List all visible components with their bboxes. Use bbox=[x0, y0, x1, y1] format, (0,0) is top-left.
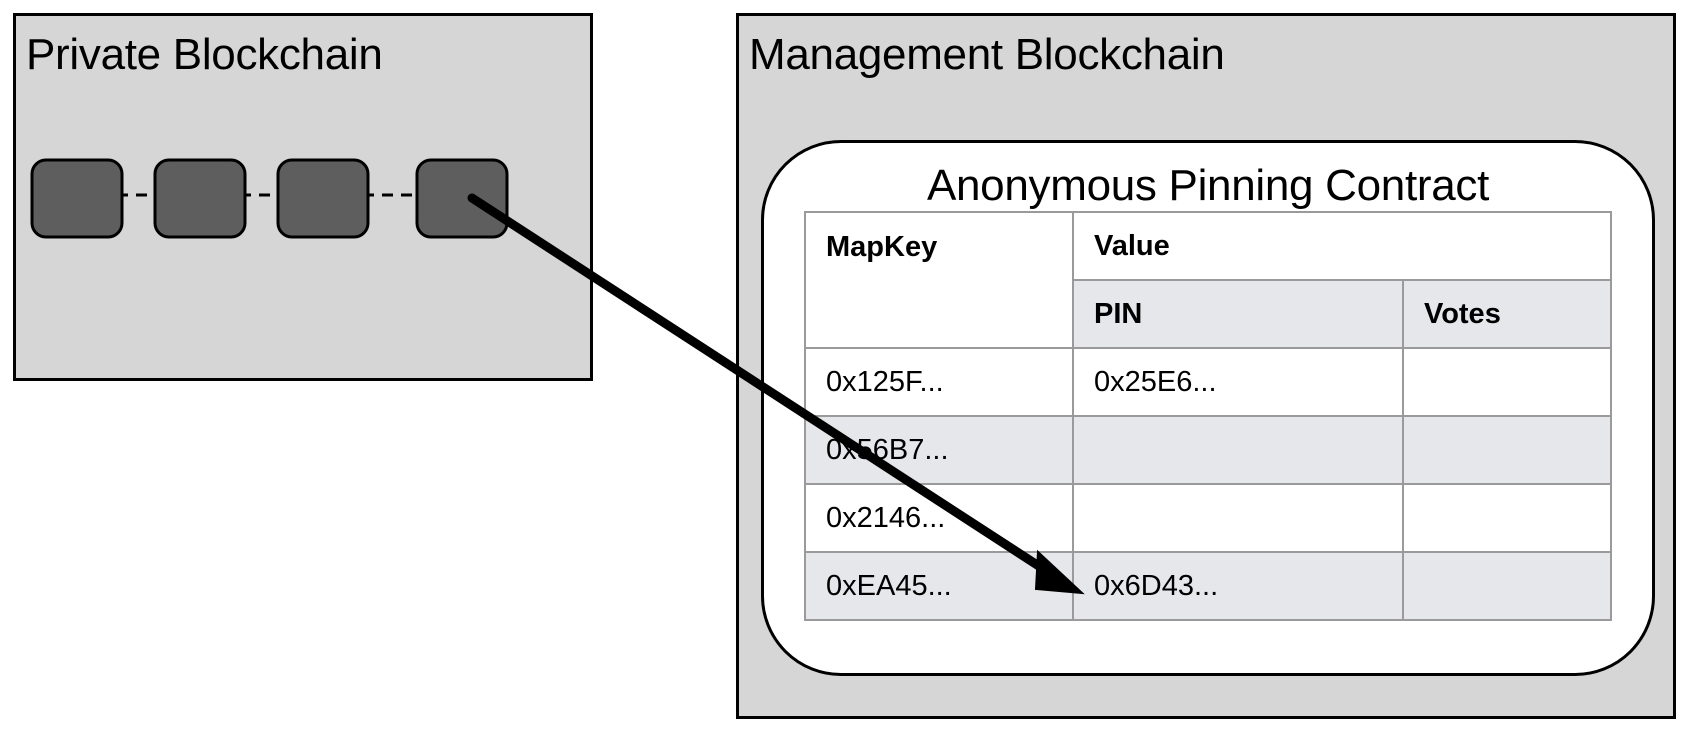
table-header-row: MapKey Value bbox=[804, 211, 1612, 349]
header-value: Value bbox=[1072, 211, 1612, 281]
cell-mapkey: 0x125F... bbox=[804, 347, 1074, 417]
cell-mapkey: 0xEA45... bbox=[804, 551, 1074, 621]
block-4 bbox=[415, 158, 509, 239]
cell-votes bbox=[1402, 483, 1612, 553]
header-mapkey: MapKey bbox=[804, 211, 1074, 349]
management-blockchain-title: Management Blockchain bbox=[749, 30, 1225, 79]
cell-pin bbox=[1072, 415, 1404, 485]
cell-pin bbox=[1072, 483, 1404, 553]
cell-mapkey: 0x2146... bbox=[804, 483, 1074, 553]
cell-votes bbox=[1402, 415, 1612, 485]
block-2 bbox=[153, 158, 247, 239]
block-3 bbox=[276, 158, 370, 239]
cell-pin: 0x25E6... bbox=[1072, 347, 1404, 417]
cell-pin: 0x6D43... bbox=[1072, 551, 1404, 621]
header-votes: Votes bbox=[1402, 279, 1612, 349]
contract-title: Anonymous Pinning Contract bbox=[926, 161, 1490, 210]
private-blockchain-panel: Private Blockchain bbox=[13, 13, 593, 381]
pinning-map-table: MapKey Value PIN Votes 0x125F... 0x25E6.… bbox=[804, 211, 1612, 621]
cell-mapkey: 0x56B7... bbox=[804, 415, 1074, 485]
table-row: 0x2146... bbox=[804, 483, 1612, 553]
private-blockchain-title: Private Blockchain bbox=[26, 30, 383, 79]
management-blockchain-panel: Management Blockchain Anonymous Pinning … bbox=[736, 13, 1676, 719]
block-chain bbox=[30, 158, 509, 239]
cell-votes bbox=[1402, 347, 1612, 417]
block-1 bbox=[30, 158, 124, 239]
table-row: 0xEA45... 0x6D43... bbox=[804, 551, 1612, 621]
table-row: 0x56B7... bbox=[804, 415, 1612, 485]
table-row: 0x125F... 0x25E6... bbox=[804, 347, 1612, 417]
cell-votes bbox=[1402, 551, 1612, 621]
header-pin: PIN bbox=[1072, 279, 1404, 349]
table-subheader-row: PIN Votes bbox=[805, 279, 1612, 349]
anonymous-pinning-contract: Anonymous Pinning Contract MapKey Value … bbox=[761, 140, 1655, 676]
